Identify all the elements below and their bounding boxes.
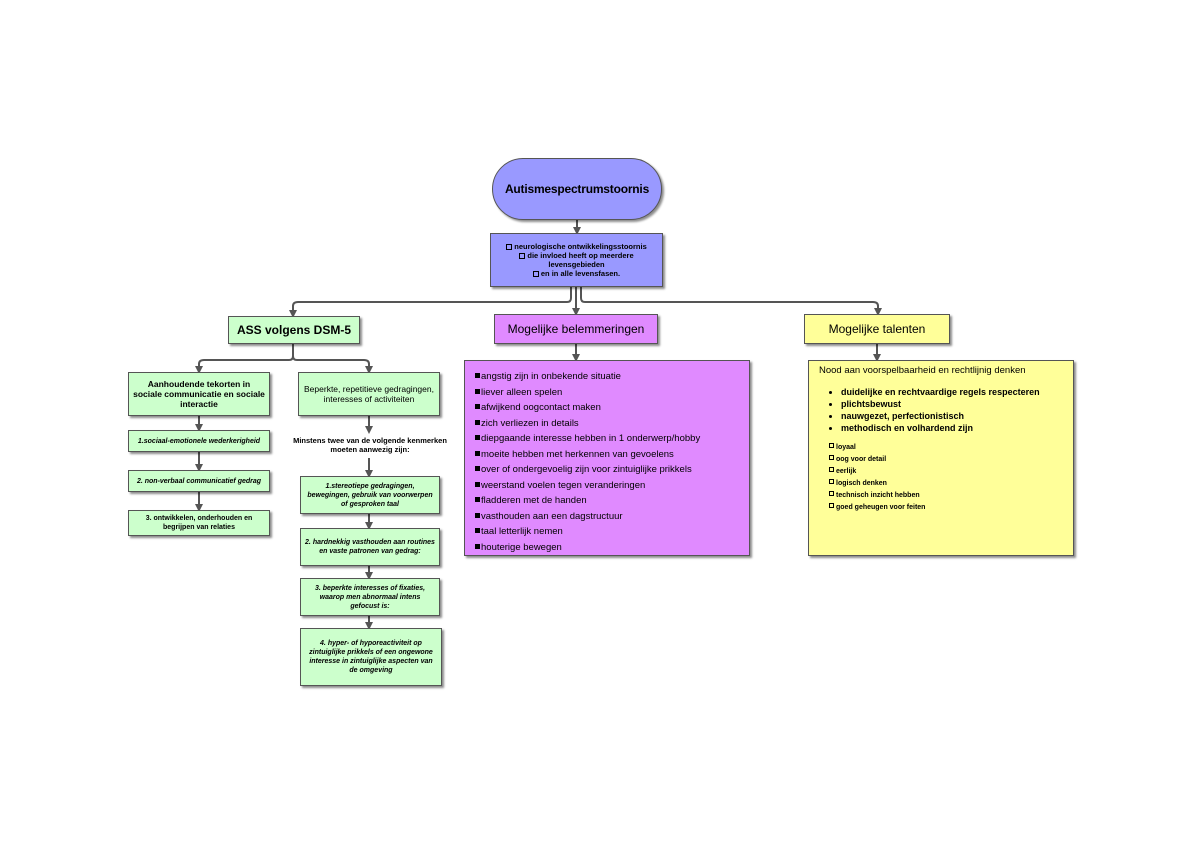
ass-right-item-2: 2. hardnekkig vasthouden aan routines en… [300, 528, 440, 566]
ass-right-item-4: 4. hyper- of hyporeactiviteit op zintuig… [300, 628, 442, 686]
list-item: nauwgezet, perfectionistisch [841, 410, 1063, 422]
talenten-heading: Nood aan voorspelbaarheid en rechtlijnig… [819, 365, 1026, 376]
list-item: logisch denken [829, 478, 1063, 490]
list-item: loyaal [829, 442, 1063, 454]
list-item: methodisch en volhardend zijn [841, 422, 1063, 434]
list-item: technisch inzicht hebben [829, 490, 1063, 502]
root-title: Autismespectrumstoornis [504, 182, 650, 196]
header-talenten: Mogelijke talenten [804, 314, 950, 344]
description-node: neurologische ontwikkelingsstoornis die … [490, 233, 663, 287]
list-item: zich verliezen in details [475, 416, 739, 432]
list-item: duidelijke en rechtvaardige regels respe… [841, 386, 1063, 398]
ass-right-item-3: 3. beperkte interesses of fixaties, waar… [300, 578, 440, 616]
list-item: diepgaande interesse hebben in 1 onderwe… [475, 431, 739, 447]
header-ass: ASS volgens DSM-5 [228, 316, 360, 344]
description-line: die invloed heeft op meerdere levensgebi… [495, 251, 658, 269]
connector-desc-tal [580, 287, 882, 316]
connector-desc-ass [289, 287, 572, 318]
list-item: eerlijk [829, 466, 1063, 478]
list-item: fladderen met de handen [475, 493, 739, 509]
list-item: taal letterlijk nemen [475, 524, 739, 540]
ass-left-item-3: 3. ontwikkelen, onderhouden en begrijpen… [128, 510, 270, 536]
list-item: angstig zijn in onbekende situatie [475, 369, 739, 385]
connector-ass-right [292, 344, 373, 374]
root-node: Autismespectrumstoornis [492, 158, 662, 220]
connector-ass-left [195, 344, 294, 374]
list-item: oog voor detail [829, 454, 1063, 466]
ass-right-title: Beperkte, repetitieve gedragingen, inter… [298, 372, 440, 416]
description-line: en in alle levensfasen. [532, 269, 620, 278]
list-item: weerstand voelen tegen veranderingen [475, 478, 739, 494]
talenten-bullets: duidelijke en rechtvaardige regels respe… [819, 386, 1063, 434]
list-item: goed geheugen voor feiten [829, 502, 1063, 514]
list-item: over of ondergevoelig zijn voor zintuigl… [475, 462, 739, 478]
ass-right-item-1: 1.stereotiepe gedragingen, bewegingen, g… [300, 476, 440, 514]
list-item: moeite hebben met herkennen van gevoelen… [475, 447, 739, 463]
ass-left-title: Aanhoudende tekorten in sociale communic… [128, 372, 270, 416]
ass-left-item-1: 1.sociaal-emotionele wederkerigheid [128, 430, 270, 452]
list-item: vasthouden aan een dagstructuur [475, 509, 739, 525]
header-belemmeringen: Mogelijke belemmeringen [494, 314, 658, 344]
description-line: neurologische ontwikkelingsstoornis [506, 242, 647, 251]
list-item: houterige bewegen [475, 540, 739, 556]
list-item: plichtsbewust [841, 398, 1063, 410]
belemmeringen-list: angstig zijn in onbekende situatie lieve… [464, 360, 750, 556]
talenten-box: Nood aan voorspelbaarheid en rechtlijnig… [808, 360, 1074, 556]
talenten-small-list: loyaal oog voor detail eerlijk logisch d… [819, 442, 1063, 514]
list-item: liever alleen spelen [475, 385, 739, 401]
list-item: afwijkend oogcontact maken [475, 400, 739, 416]
ass-right-note: Minstens twee van de volgende kenmerken … [293, 436, 447, 454]
ass-left-item-2: 2. non-verbaal communicatief gedrag [128, 470, 270, 492]
